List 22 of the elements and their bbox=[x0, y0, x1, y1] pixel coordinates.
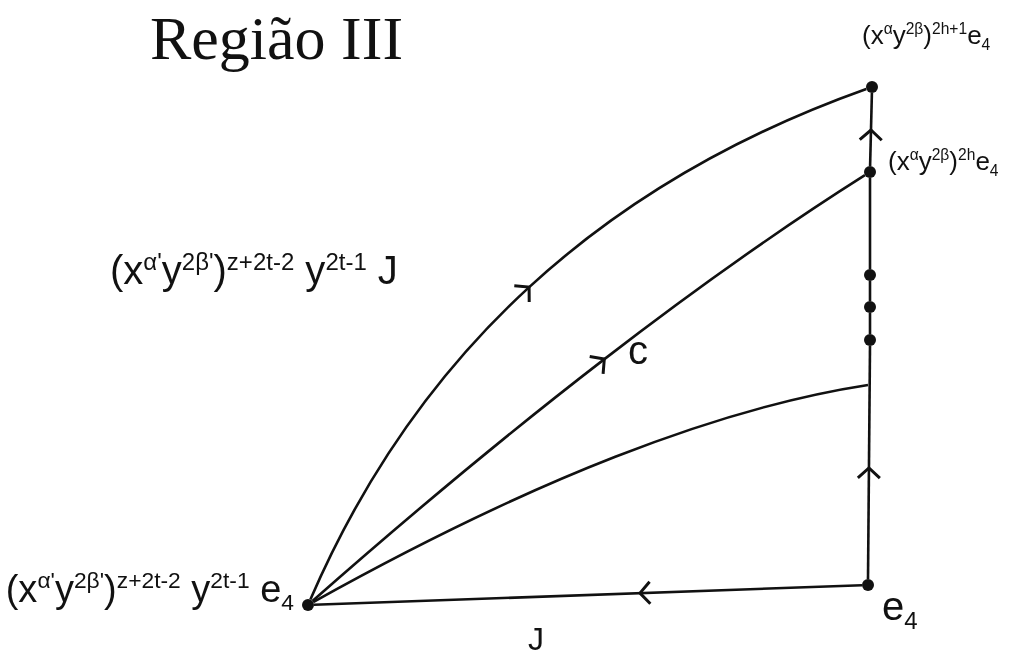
curve-line bbox=[312, 383, 869, 604]
vertex-dot bbox=[862, 579, 874, 591]
curve-line bbox=[868, 281, 872, 301]
arrow bbox=[313, 580, 863, 607]
diagram-title: Região III bbox=[150, 4, 404, 73]
edge-label: J bbox=[528, 622, 544, 658]
arrow bbox=[858, 92, 884, 167]
curve-line bbox=[868, 313, 872, 334]
vertex-label: e$_{4}$ bbox=[882, 584, 918, 635]
arrow bbox=[856, 346, 882, 579]
edge-label: c bbox=[628, 328, 648, 372]
vertex-label: (x$^{α}$y$^{2β}$)$^{2h}$e$_{4}$ bbox=[888, 146, 999, 179]
vertex-dot bbox=[866, 81, 878, 93]
vertex-dot bbox=[864, 334, 876, 346]
vertex-dot bbox=[864, 269, 876, 281]
vertex-label: (x$^{α}$y$^{2β}$)$^{2h+1}$e$_{4}$ bbox=[862, 20, 991, 53]
arrow bbox=[309, 87, 867, 601]
vertex-dot bbox=[864, 166, 876, 178]
curve-line bbox=[868, 178, 872, 269]
arrow bbox=[311, 174, 866, 602]
vertex-dot bbox=[864, 301, 876, 313]
vertex-dot bbox=[302, 599, 314, 611]
